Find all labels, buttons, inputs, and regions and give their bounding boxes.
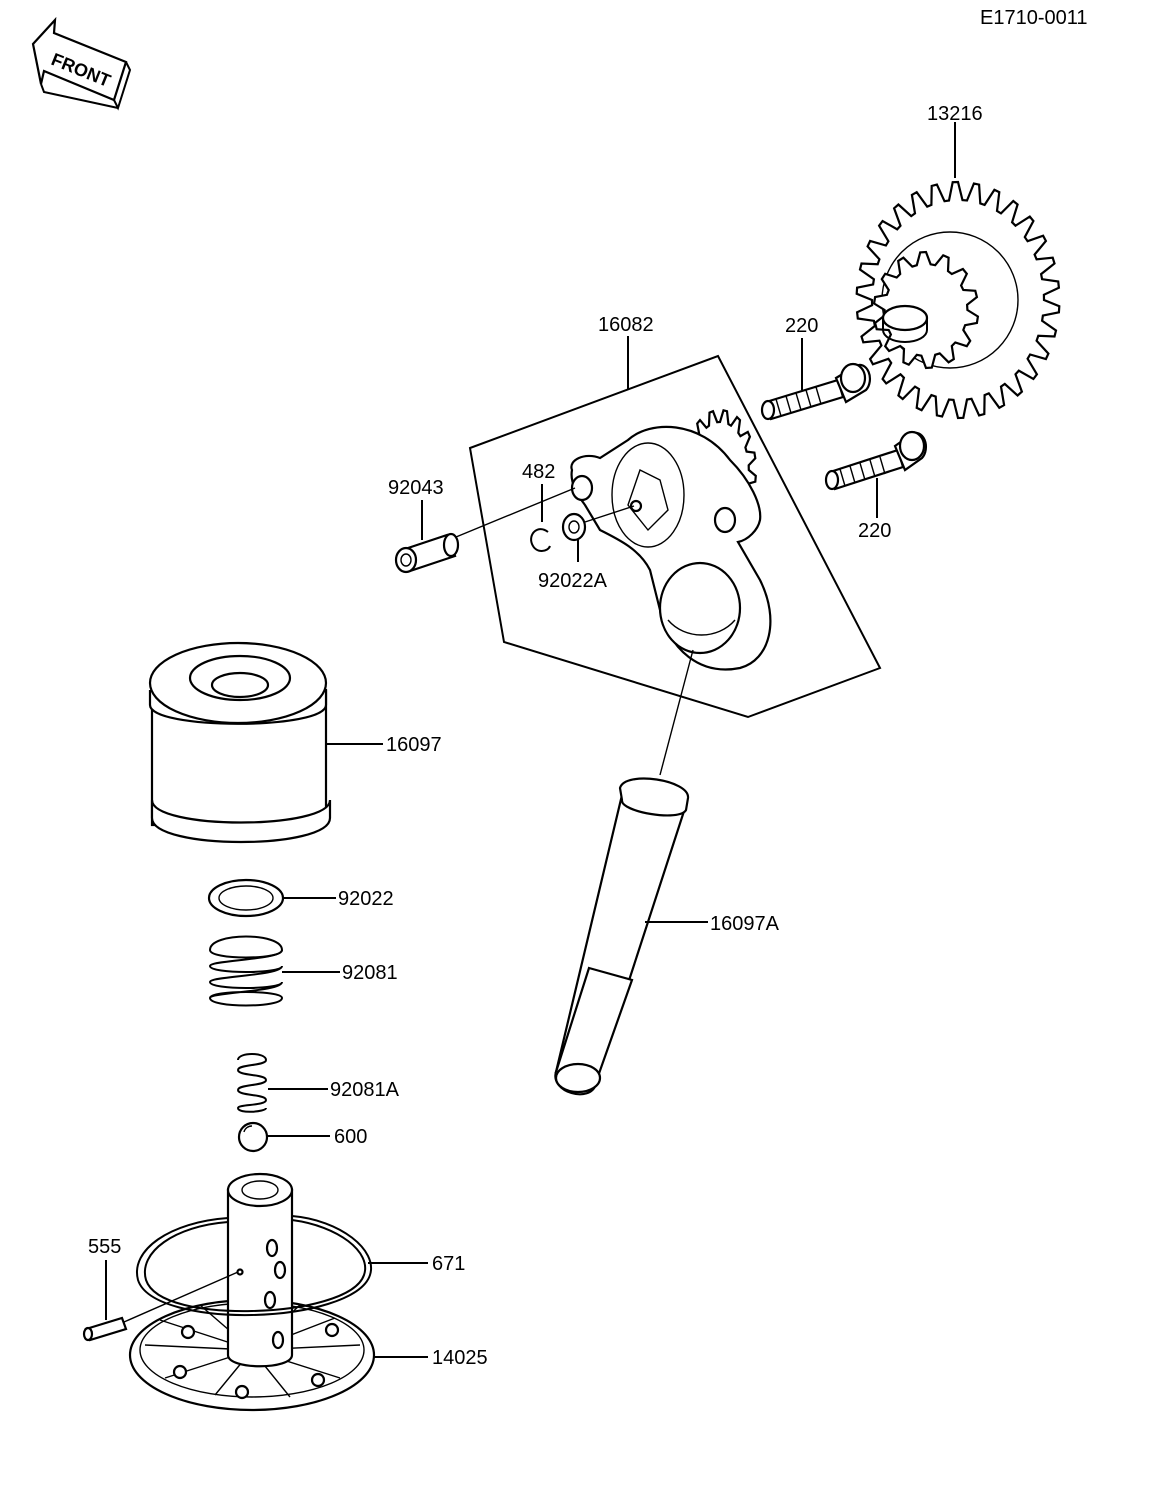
part-label-13216: 13216	[927, 103, 983, 125]
circlip-482	[530, 528, 551, 552]
spring-92081	[208, 935, 284, 1007]
bolt-220-upper	[760, 362, 872, 421]
part-label-16097: 16097	[386, 734, 442, 756]
pump-assembly-frame	[468, 354, 882, 719]
part-label-14025: 14025	[432, 1347, 488, 1369]
part-label-92043: 92043	[388, 477, 444, 499]
cover-centre-tube	[226, 1172, 294, 1368]
washer-92022A	[561, 512, 587, 542]
front-arrow-icon: FRONT	[31, 16, 132, 111]
part-label-220-upper: 220	[785, 315, 818, 337]
part-label-92081A: 92081A	[330, 1079, 400, 1101]
strainer-pipe-16097A	[554, 777, 690, 1096]
part-label-600: 600	[334, 1126, 367, 1148]
spring-92081A	[236, 1053, 268, 1113]
pin-555	[82, 1316, 128, 1342]
part-label-16082: 16082	[598, 314, 654, 336]
bolt-220-lower	[824, 430, 928, 491]
part-label-92081: 92081	[342, 962, 398, 984]
oil-pump-body	[570, 408, 772, 671]
part-label-220-lower: 220	[858, 520, 891, 542]
part-label-671: 671	[432, 1253, 465, 1275]
o-ring-92022	[207, 878, 285, 918]
diagram-code: E1710-0011	[980, 7, 1088, 29]
part-label-482: 482	[522, 461, 555, 483]
collar-92043	[394, 532, 460, 574]
part-label-555: 555	[88, 1236, 121, 1258]
o-ring-671	[135, 1215, 373, 1317]
part-label-16097A: 16097A	[710, 913, 780, 935]
oil-filter-16097	[148, 641, 332, 844]
part-label-92022A: 92022A	[538, 570, 608, 592]
gear-13216	[855, 180, 1061, 420]
part-label-92022: 92022	[338, 888, 394, 910]
ball-600	[237, 1121, 269, 1153]
